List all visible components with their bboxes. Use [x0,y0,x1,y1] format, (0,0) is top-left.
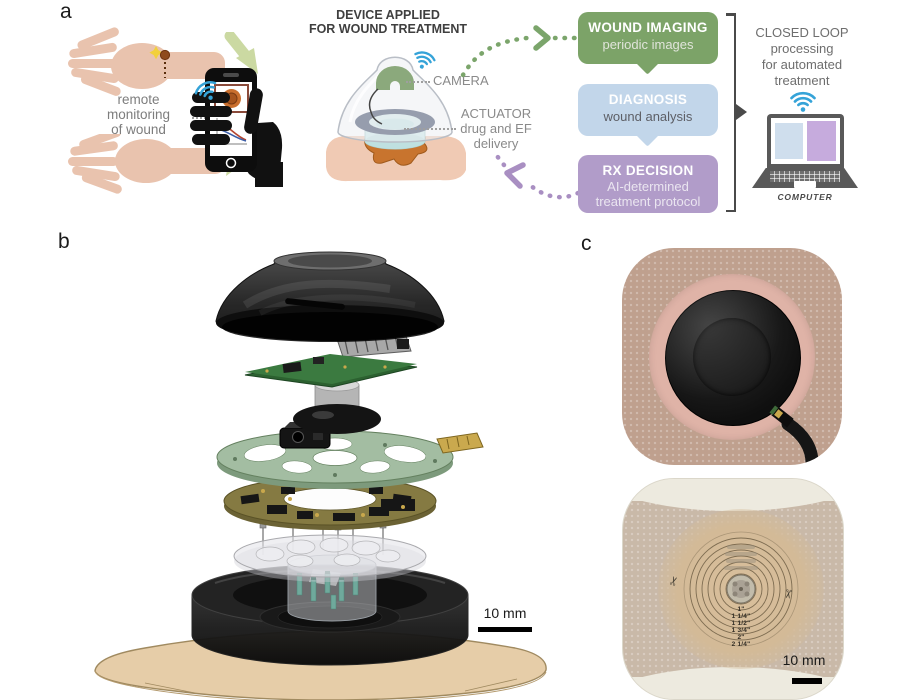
device-title-line-2: FOR WOUND TREATMENT [308,22,468,36]
device-through-film [726,574,756,604]
photo-device-on-skin [622,248,842,465]
flow-sub-wound-imaging: periodic images [602,37,694,52]
flow-sub-diagnosis: wound analysis [603,109,693,124]
dome-highlight [665,290,799,424]
flow-box-diagnosis: DIAGNOSIS wound analysis [578,84,718,147]
scalebar-c-label: 10 mm [782,652,826,668]
bracket-line [733,13,736,212]
bracket-bottom-tick [726,209,735,212]
dome-cap [215,251,445,342]
faded-print-line [724,566,758,570]
flow-title-wound-imaging: WOUND IMAGING [588,20,708,35]
screen-panel-purple [807,121,836,161]
chevron-right-icon [533,25,551,51]
faded-print-line [725,552,757,556]
laptop-screen [771,118,840,164]
actuator-line-3: delivery [473,136,519,151]
screen-panel-blue [775,123,803,159]
device-title: DEVICE APPLIED FOR WOUND TREATMENT [308,8,468,36]
flow-path-imaging [460,25,581,78]
flow-box-tail [635,122,660,147]
usb-cable [769,405,819,465]
remote-line-3: of wound [111,122,166,137]
remote-line-1: remote [117,92,160,107]
closed-loop-caption: CLOSED LOOP processing for automated tre… [748,25,856,89]
sparkle-icon [149,46,163,60]
computer-label: COMPUTER [777,192,833,202]
camera-leader-dots [406,81,430,83]
cut-size-5: 2" [737,634,745,641]
laptop-trackpad [794,181,816,188]
pin-disc [233,510,427,582]
cut-size-6: 2 1/4" [731,641,751,648]
actuator-label: ACTUATOR drug and EF delivery [455,106,537,151]
wound-dot [159,49,171,61]
camera-module [376,66,414,90]
rx-sub-line-2: treatment protocol [595,193,701,209]
cut-size-1: 1" [737,606,745,613]
wifi-icon-device [414,51,436,69]
flow-path-rx [494,153,581,200]
gold-connector [436,432,484,454]
wound-device-illustration [326,56,466,182]
actuator-leader-dots [404,128,456,130]
panel-b-label: b [58,230,70,253]
photo-bandage-underside: 1" 1 1/4" 1 1/2" 1 3/4" 2" 2 1/4" ✂ ✂ [622,478,844,700]
flow-title-diagnosis: DIAGNOSIS [608,92,688,107]
remote-line-2: monitoring [106,107,171,122]
faded-print-line [726,559,756,563]
wifi-icon-computer [790,91,816,112]
arrow-down-right-icon [224,32,258,74]
wifi-icon-phone [194,81,217,100]
panel-c-label: c [581,232,592,255]
device-title-line-1: DEVICE APPLIED [336,8,440,22]
cut-size-4: 1 3/4" [731,627,751,634]
smartphone-in-hand-illustration [190,68,283,187]
cut-guide-rings [683,531,799,647]
closed-loop-line-3: for automated [761,57,843,72]
actuation-pcb-ring [223,476,437,530]
holding-fingers [190,88,263,145]
green-disc [216,430,484,489]
scalebar-b [478,627,532,632]
actuator-line-1: ACTUATOR [460,106,532,121]
laptop-illustration [752,114,858,190]
remote-monitoring-caption: remote monitoring of wound [86,92,191,137]
laptop-keys [770,171,840,182]
closed-loop-line-1: CLOSED LOOP [755,25,849,40]
device-center-foam [693,318,771,396]
actuator-line-2: drug and EF [460,121,532,136]
flow-sub-rx-decision: AI-determined treatment protocol [578,179,718,209]
lens-dome [293,378,381,434]
closed-loop-line-4: treatment [774,73,830,88]
scissors-icon: ✂ [780,587,796,601]
chevron-left-icon [504,162,526,189]
panel-a-label: a [60,0,72,23]
bracket-arrow-icon [736,104,747,120]
bracket-top-tick [726,13,735,16]
camera-wire [368,88,383,125]
laptop-screen-bezel [767,114,844,168]
rx-sub-line-1: AI-determined [607,179,689,194]
faded-print-line [727,545,755,549]
flow-box-rx-decision: RX DECISION AI-determined treatment prot… [578,155,718,213]
cut-size-labels: 1" 1 1/4" 1 1/2" 1 3/4" 2" 2 1/4" [691,606,791,648]
exploded-device-render [94,251,547,700]
cut-size-3: 1 1/2" [731,620,751,627]
scalebar-c [792,678,822,684]
cut-size-2: 1 1/4" [731,613,751,620]
flow-title-rx-decision: RX DECISION [602,163,694,178]
scalebar-b-label: 10 mm [483,605,527,621]
wounded-hand-top-illustration [68,27,225,96]
flow-box-wound-imaging: WOUND IMAGING periodic images [578,12,718,75]
flow-box-tail [635,50,660,75]
closed-loop-line-2: processing [770,41,834,56]
camera-label: CAMERA [433,73,489,88]
laptop-keyboard-base [752,168,858,188]
remote-leader-dots [192,117,214,119]
clear-dome [337,56,453,143]
